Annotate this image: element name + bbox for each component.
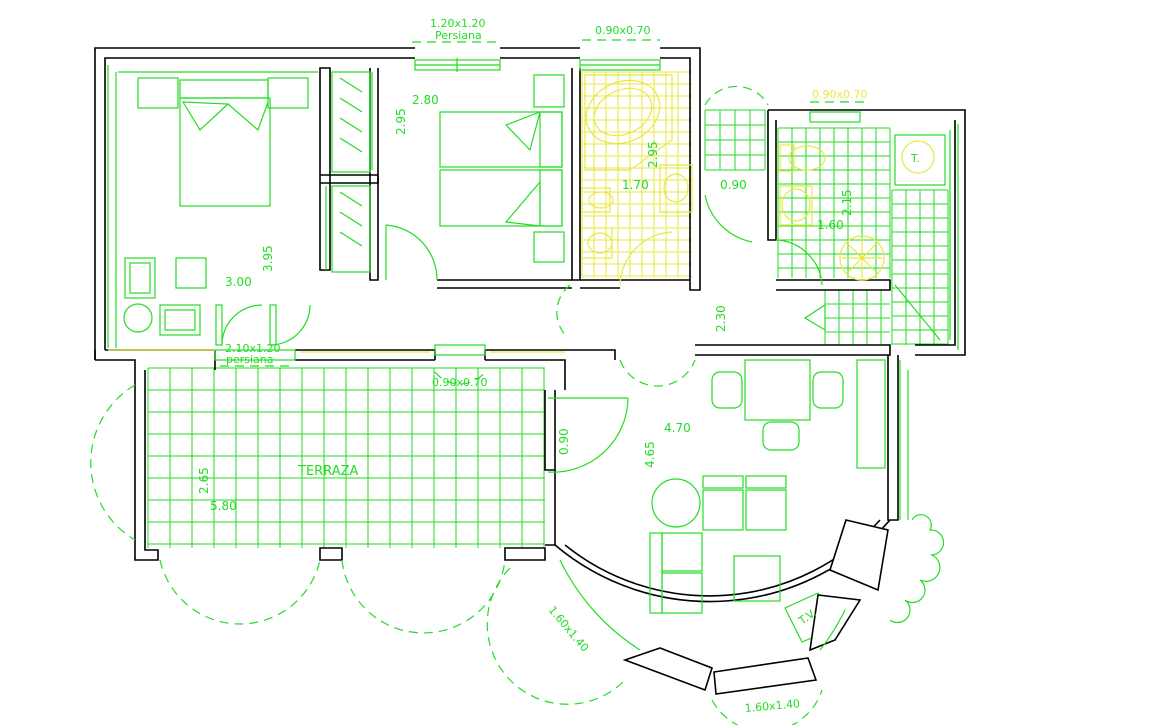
living-room-furniture [547,359,945,695]
label-window-top-right: 0.90x0.70 [812,88,868,101]
bathroom-fixtures [581,74,693,286]
dim-bed2-depth: 2.95 [394,108,408,135]
label-arc-window-bottom: 1.60x1.40 [744,697,800,715]
dim-terrace-depth: 2.65 [197,467,211,494]
label-window-bottom-left-sub: persiana [226,353,274,366]
label-window-top-bath: 0.90x0.70 [595,24,651,37]
label-window-bottom-mid: 0.90x0.70 [432,376,488,389]
dimension-labels: 3.00 3.95 2.80 2.95 1.70 2.95 0.90 1.60 … [197,93,854,513]
label-window-bottom-left: 2.10x1.20 [225,342,281,355]
dim-living-depth: 4.65 [643,441,657,468]
terrace-tile-grid [147,367,545,548]
dim-bed1-depth: 3.95 [261,245,275,272]
stair-tile-grid [824,189,949,345]
bedroom-1-furniture [123,77,311,346]
dim-hall-depth: 2.30 [714,305,728,332]
bathroom-2-fixtures [775,134,946,341]
dim-bath2-width: 1.60 [817,218,844,232]
dim-bath2-depth: 2.15 [840,189,854,216]
hall-tile-grid [704,109,766,171]
dim-terrace-width: 5.80 [210,499,237,513]
label-arc-window-left: 1.60x1.40 [546,604,592,655]
dim-living-width: 4.70 [664,421,691,435]
dim-bath-width: 1.70 [622,178,649,192]
label-window-top-left-sub: Persiana [435,29,482,42]
bedroom-2-furniture [385,74,565,281]
label-window-top-left: 1.20x1.20 [430,17,486,30]
dim-door-living: 0.90 [557,428,571,455]
outside-door-swings [90,371,823,725]
label-terrace: TERRAZA [297,464,358,479]
windows [107,39,959,367]
dim-bed1-width: 3.00 [225,275,252,289]
dim-bed2-width: 2.80 [412,93,439,107]
closets [325,71,373,273]
hall-doors [556,85,769,387]
label-t: T. [910,152,920,165]
bathroom-2-tile-grid [777,127,891,278]
dim-hall-width: 0.90 [720,178,747,192]
dim-bath-depth: 2.95 [646,141,660,168]
